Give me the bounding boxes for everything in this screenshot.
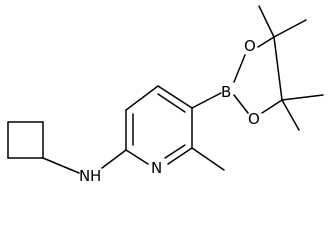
dioxaborolane-ring	[233, 36, 283, 114]
atom-label-ring-n: N	[151, 159, 162, 177]
atom-label-oxygen-upper: O	[244, 37, 256, 55]
atom-label-amine-n: N	[79, 167, 90, 185]
nh-ring-bond	[101, 149, 127, 169]
atom-label-boron: B	[221, 83, 231, 101]
cyclobutyl-nh-bond	[42, 157, 80, 174]
cyclobutyl-ring	[7, 121, 44, 159]
pinacol-methyls	[258, 5, 324, 131]
atom-label-amine-h: H	[90, 167, 101, 185]
ring-boron-bond	[191, 92, 222, 109]
atom-label-oxygen-lower: O	[248, 110, 260, 128]
chemical-structure: N H N B O O	[7, 5, 324, 185]
pyridine-ring	[125, 85, 193, 165]
methyl-bond	[191, 147, 225, 171]
